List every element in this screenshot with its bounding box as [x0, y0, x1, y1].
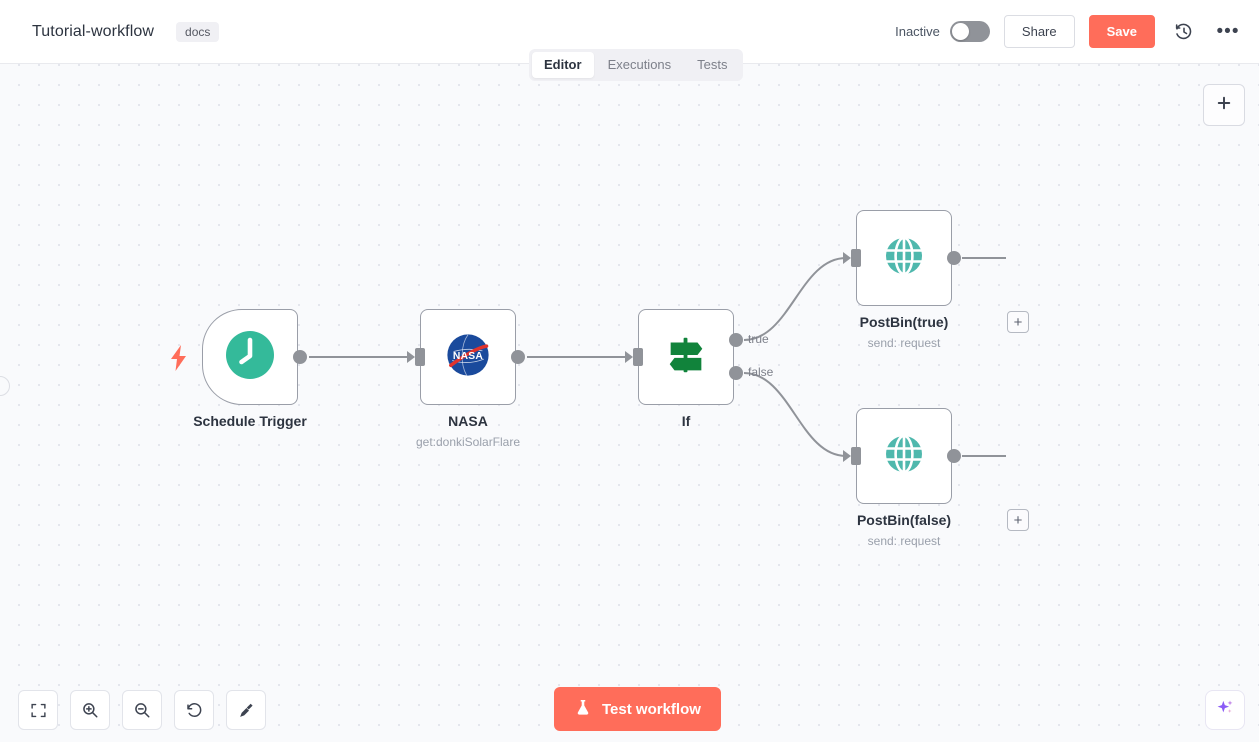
node-postbin-true-label: PostBin(true) — [859, 314, 949, 330]
tidy-up-button[interactable] — [226, 690, 266, 730]
node-postbin-true-box[interactable] — [856, 210, 952, 306]
port-input-arrow-postbin-true — [843, 252, 851, 264]
header-actions: Inactive Share Save ••• — [895, 15, 1243, 48]
share-button[interactable]: Share — [1003, 15, 1075, 48]
toggle-knob — [951, 23, 969, 40]
node-nasa[interactable]: NASA NASA get:donkiSolarFlare — [407, 309, 525, 449]
port-output-if-false[interactable] — [729, 366, 743, 380]
zoom-to-fit-button[interactable] — [18, 690, 58, 730]
globe-icon — [880, 430, 928, 483]
history-icon[interactable] — [1169, 17, 1199, 47]
zoom-out-button[interactable] — [122, 690, 162, 730]
port-input-arrow-if — [625, 351, 633, 363]
node-postbin-false-label: PostBin(false) — [856, 512, 952, 528]
zoom-in-button[interactable] — [70, 690, 110, 730]
port-output-if-true[interactable] — [729, 333, 743, 347]
port-input-nasa[interactable] — [415, 348, 425, 366]
node-postbin-false-subtitle: send: request — [867, 534, 941, 548]
save-button[interactable]: Save — [1088, 15, 1155, 48]
activator-label: Inactive — [895, 24, 940, 39]
tab-editor[interactable]: Editor — [532, 52, 594, 78]
port-input-arrow-nasa — [407, 351, 415, 363]
canvas-zoom-toolbar — [18, 690, 266, 730]
workflow-activator: Inactive — [895, 21, 990, 42]
node-postbin-false[interactable]: PostBin(false) send: request — [843, 408, 961, 548]
port-label-true: true — [748, 332, 769, 346]
plus-icon — [1215, 94, 1233, 117]
offscreen-node-stub — [0, 376, 10, 396]
add-node-after-postbin-true[interactable]: + — [1007, 311, 1029, 333]
port-label-false: false — [748, 365, 774, 379]
svg-text:NASA: NASA — [453, 351, 484, 362]
node-schedule-trigger-box[interactable] — [202, 309, 298, 405]
tab-executions[interactable]: Executions — [607, 57, 672, 72]
add-node-button[interactable] — [1203, 84, 1245, 126]
clock-icon — [224, 329, 276, 386]
port-input-if[interactable] — [633, 348, 643, 366]
workflow-canvas[interactable]: Schedule Trigger NASA NASA — [0, 64, 1259, 742]
ai-assistant-button[interactable] — [1205, 690, 1245, 730]
port-output-nasa[interactable] — [511, 350, 525, 364]
node-if[interactable]: true false If — [625, 309, 773, 429]
port-output-postbin-false[interactable] — [947, 449, 961, 463]
node-schedule-trigger-label: Schedule Trigger — [193, 413, 307, 429]
test-workflow-label: Test workflow — [602, 700, 701, 718]
tab-tests[interactable]: Tests — [697, 57, 728, 72]
workflow-tag[interactable]: docs — [176, 21, 220, 42]
node-postbin-true-subtitle: send: request — [867, 336, 941, 350]
node-if-label: If — [681, 413, 691, 429]
globe-icon — [880, 232, 928, 285]
signpost-icon — [663, 332, 709, 383]
node-nasa-subtitle: get:donkiSolarFlare — [415, 435, 521, 449]
activate-workflow-toggle[interactable] — [949, 21, 990, 42]
port-input-arrow-postbin-false — [843, 450, 851, 462]
port-output-schedule-trigger[interactable] — [293, 350, 307, 364]
workflow-title[interactable]: Tutorial-workflow — [32, 22, 155, 40]
port-input-postbin-true[interactable] — [851, 249, 861, 267]
more-options-icon[interactable]: ••• — [1213, 17, 1243, 47]
port-output-postbin-true[interactable] — [947, 251, 961, 265]
ai-sparkle-icon — [1215, 698, 1235, 723]
node-schedule-trigger[interactable]: Schedule Trigger — [193, 309, 307, 429]
node-nasa-label: NASA — [448, 413, 488, 429]
node-postbin-false-box[interactable] — [856, 408, 952, 504]
test-workflow-button[interactable]: Test workflow — [554, 687, 721, 731]
lightning-bolt-icon — [170, 345, 188, 376]
port-input-postbin-false[interactable] — [851, 447, 861, 465]
node-nasa-box[interactable]: NASA — [420, 309, 516, 405]
node-postbin-true[interactable]: PostBin(true) send: request — [843, 210, 961, 350]
editor-tabs: Editor Executions Tests — [529, 49, 743, 81]
add-node-after-postbin-false[interactable]: + — [1007, 509, 1029, 531]
nasa-logo-icon: NASA — [446, 333, 490, 382]
ellipsis-glyph: ••• — [1216, 20, 1240, 42]
connection-edges — [309, 257, 1006, 457]
reset-zoom-button[interactable] — [174, 690, 214, 730]
node-if-box[interactable] — [638, 309, 734, 405]
flask-icon — [574, 698, 592, 721]
